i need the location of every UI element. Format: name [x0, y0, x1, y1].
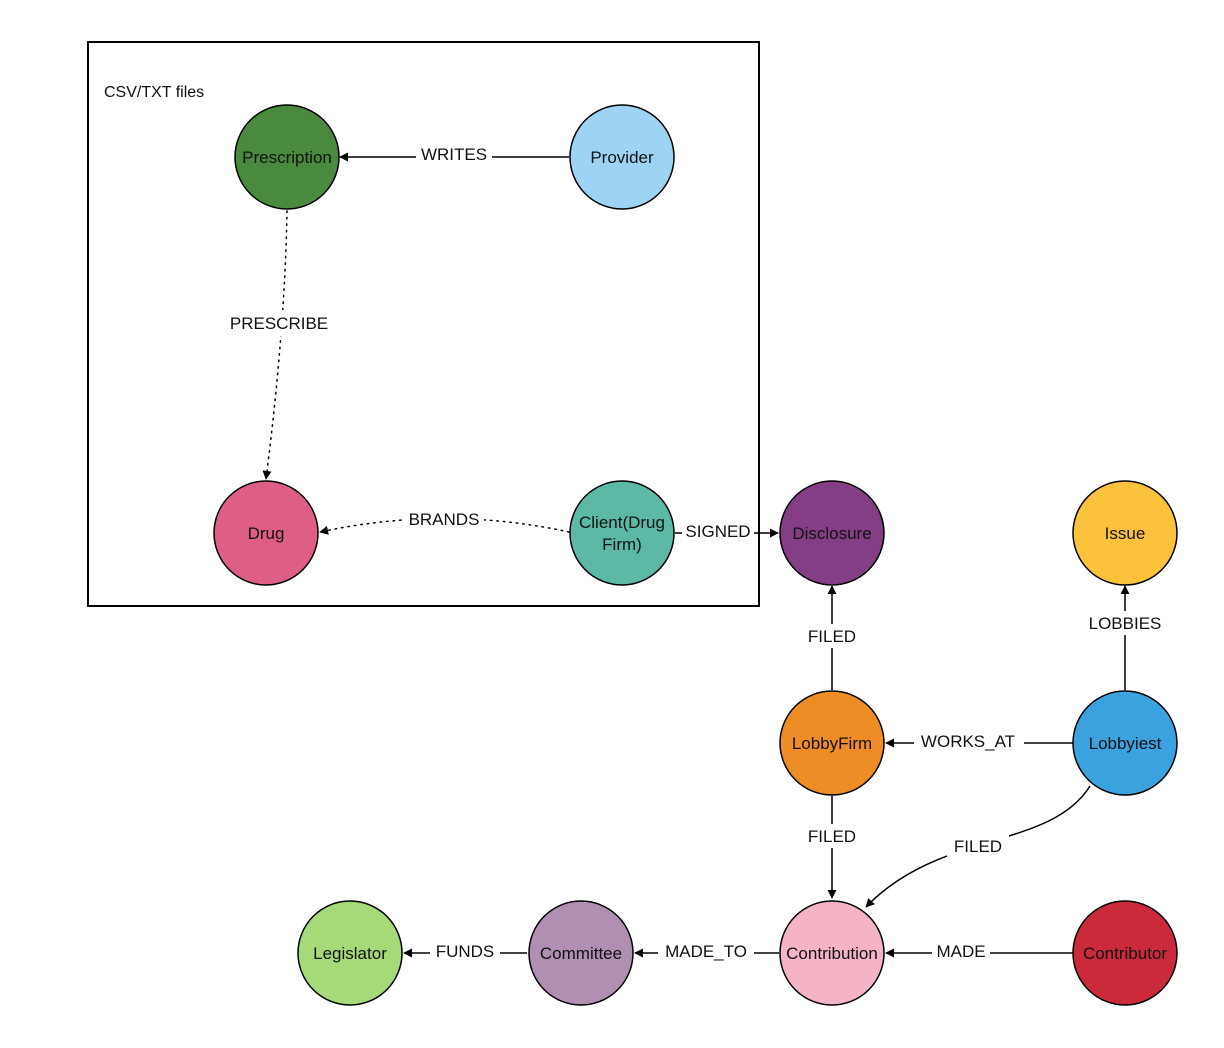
edge-label-made: MADE	[936, 942, 985, 961]
node-label-contributor: Contributor	[1083, 944, 1167, 963]
edge-signed[interactable]: SIGNED	[675, 520, 779, 544]
node-circle	[1072, 480, 1178, 586]
edge-filed-contribution[interactable]: FILED	[800, 796, 864, 899]
edge-line	[262, 210, 288, 480]
node-label-client-line2: Firm)	[602, 535, 642, 554]
edge-filed-disclosure[interactable]: FILED	[800, 585, 864, 690]
node-provider[interactable]: Provider	[569, 104, 675, 210]
node-label-lobbyfirm: LobbyFirm	[792, 734, 872, 753]
node-circle	[569, 104, 675, 210]
edge-label-funds: FUNDS	[436, 942, 495, 961]
node-label-legislator: Legislator	[313, 944, 387, 963]
edge-label-works-at: WORKS_AT	[921, 732, 1015, 751]
node-lobbyfirm[interactable]: LobbyFirm	[779, 690, 885, 796]
edge-writes[interactable]: WRITES	[339, 144, 569, 168]
node-circle	[1072, 900, 1178, 1006]
edge-label-filed-contribution: FILED	[808, 827, 856, 846]
edge-label-writes: WRITES	[421, 145, 487, 164]
edge-lobbies[interactable]: LOBBIES	[1082, 585, 1168, 690]
node-label-issue: Issue	[1105, 524, 1146, 543]
node-label-prescription: Prescription	[242, 148, 332, 167]
node-label-lobbyiest: Lobbyiest	[1089, 734, 1162, 753]
node-label-contribution: Contribution	[786, 944, 878, 963]
edge-label-bg	[1082, 611, 1168, 635]
node-lobbyiest[interactable]: Lobbyiest	[1072, 690, 1178, 796]
group-label: CSV/TXT files	[104, 84, 204, 101]
node-contribution[interactable]: Contribution	[779, 900, 885, 1006]
node-circle	[569, 480, 675, 586]
edge-label-brands: BRANDS	[409, 510, 480, 529]
node-circle	[297, 900, 403, 1006]
edge-label-lobbies: LOBBIES	[1089, 614, 1162, 633]
edge-made[interactable]: MADE	[885, 940, 1073, 964]
node-circle	[1072, 690, 1178, 796]
edge-label-bg	[947, 834, 1009, 858]
node-circle	[528, 900, 634, 1006]
edge-works-at[interactable]: WORKS_AT	[885, 730, 1073, 754]
nodes: Prescription Provider Drug Client(Drug F…	[213, 104, 1178, 1006]
node-prescription[interactable]: Prescription	[234, 104, 340, 210]
node-drug[interactable]: Drug	[213, 480, 319, 586]
edge-label-bg	[932, 940, 990, 964]
edge-funds[interactable]: FUNDS	[403, 940, 527, 964]
edge-made-to[interactable]: MADE_TO	[634, 940, 779, 964]
edge-brands[interactable]: BRANDS	[319, 508, 570, 535]
edge-label-bg	[658, 940, 754, 964]
node-label-disclosure: Disclosure	[792, 524, 871, 543]
edge-label-bg	[682, 520, 754, 544]
edges: WRITES PRESCRIBE BRANDS SIGNED LOBBIES	[222, 144, 1168, 964]
node-circle	[779, 690, 885, 796]
node-label-provider: Provider	[590, 148, 654, 167]
node-circle	[234, 104, 340, 210]
edge-label-bg	[404, 508, 484, 532]
node-issue[interactable]: Issue	[1072, 480, 1178, 586]
edge-label-filed-lobbyiest: FILED	[954, 837, 1002, 856]
node-label-drug: Drug	[248, 524, 285, 543]
node-label-committee: Committee	[540, 944, 622, 963]
node-client-drug-firm[interactable]: Client(Drug Firm)	[569, 480, 675, 586]
node-disclosure[interactable]: Disclosure	[779, 480, 885, 586]
edge-prescribe[interactable]: PRESCRIBE	[222, 210, 336, 480]
node-circle	[779, 900, 885, 1006]
edge-filed-lobbyiest[interactable]: FILED	[865, 785, 1091, 908]
edge-label-prescribe: PRESCRIBE	[230, 314, 328, 333]
edge-label-filed-disclosure: FILED	[808, 627, 856, 646]
edge-label-bg	[222, 310, 336, 336]
edge-label-bg	[914, 730, 1024, 754]
node-committee[interactable]: Committee	[528, 900, 634, 1006]
node-circle	[779, 480, 885, 586]
edge-label-bg	[416, 144, 492, 168]
csv-txt-files-group: CSV/TXT files	[87, 41, 760, 607]
node-contributor[interactable]: Contributor	[1072, 900, 1178, 1006]
node-label-client-line1: Client(Drug	[579, 513, 665, 532]
group-box	[87, 41, 760, 607]
edge-label-bg	[800, 824, 864, 848]
edge-label-made-to: MADE_TO	[665, 942, 747, 961]
node-circle	[213, 480, 319, 586]
edge-label-bg	[800, 624, 864, 648]
edge-label-signed: SIGNED	[685, 522, 750, 541]
node-legislator[interactable]: Legislator	[297, 900, 403, 1006]
edge-label-bg	[430, 940, 500, 964]
